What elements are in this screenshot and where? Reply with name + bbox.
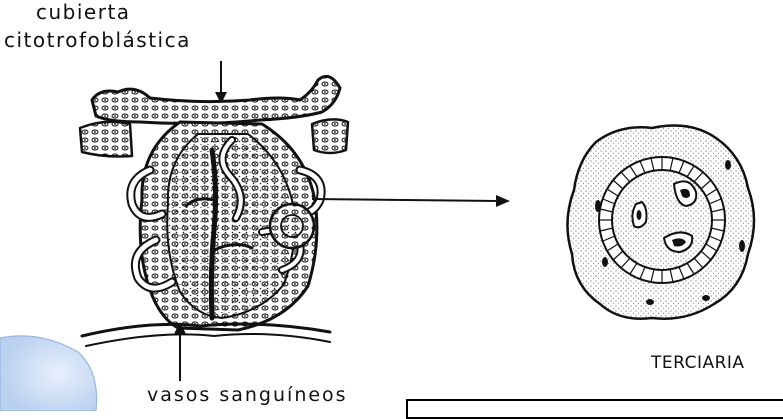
caption-box bbox=[406, 399, 783, 419]
corner-blob bbox=[0, 336, 97, 411]
down-arrow-icon bbox=[215, 61, 227, 104]
tertiary-villus-cross-section bbox=[567, 126, 754, 319]
up-arrow-icon bbox=[174, 322, 186, 381]
right-arrow-icon bbox=[312, 195, 510, 207]
villus-illustration bbox=[80, 76, 348, 346]
